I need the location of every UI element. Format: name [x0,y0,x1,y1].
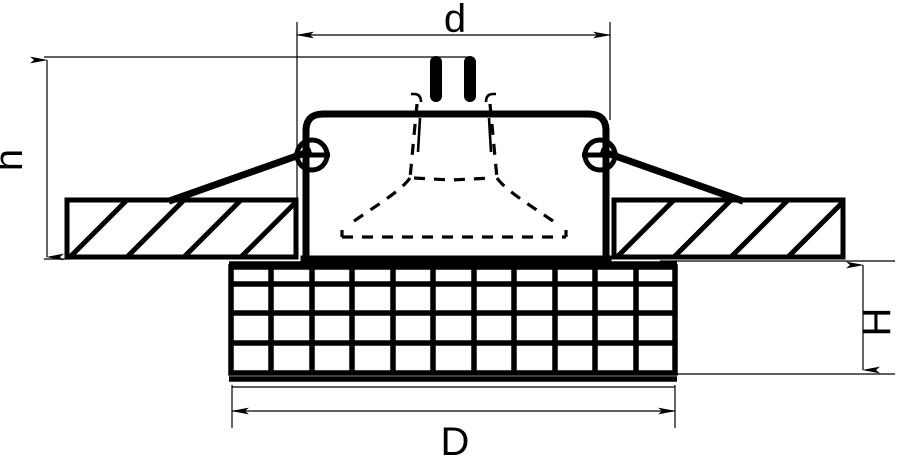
reflector-shoulder-dashes [413,176,494,182]
spring-clip-arm-left [167,147,313,205]
housing-top-ticks [416,117,493,153]
hatch-line [68,200,129,257]
dimension-label-d: d [444,0,466,41]
housing-tick-right [487,117,493,153]
housing-tick-left [416,117,422,153]
reflector-side-left [408,103,419,179]
lamp-pin-right [464,56,476,102]
housing-outline [302,110,610,263]
reflector-side-right [488,103,499,179]
hatch-line [615,200,676,257]
grille-assembly [228,261,678,382]
dimension-lines [30,31,880,415]
lamp-housing [300,110,612,263]
lamp-hidden-outline [340,92,568,239]
hatch-line [729,200,790,257]
dimension-label-H: H [855,308,899,337]
lamp-base-shoulder-left [411,92,423,103]
spring-clip-arm-right [599,147,745,205]
ceiling-panel-left [64,197,299,260]
lamp-pin-left [430,56,442,102]
hatch-line [239,200,296,257]
reflector-bottom-face [340,230,568,239]
ceiling-panel-right [611,197,846,260]
grille-outer-frame [228,264,678,376]
lamp-base-shoulder-right [484,92,496,103]
hatch-line [672,200,733,257]
reflector-flare-left [346,177,412,228]
hatch-line [182,200,243,257]
reflector-flare-right [495,177,561,228]
dimension-label-h: h [0,149,31,171]
hatch-line [125,200,186,257]
spring-clip-pivots [294,137,618,173]
lamp-pins [430,56,476,102]
hatch-line [786,200,843,257]
dimension-label-D: D [441,420,470,459]
spring-clips [167,147,745,205]
